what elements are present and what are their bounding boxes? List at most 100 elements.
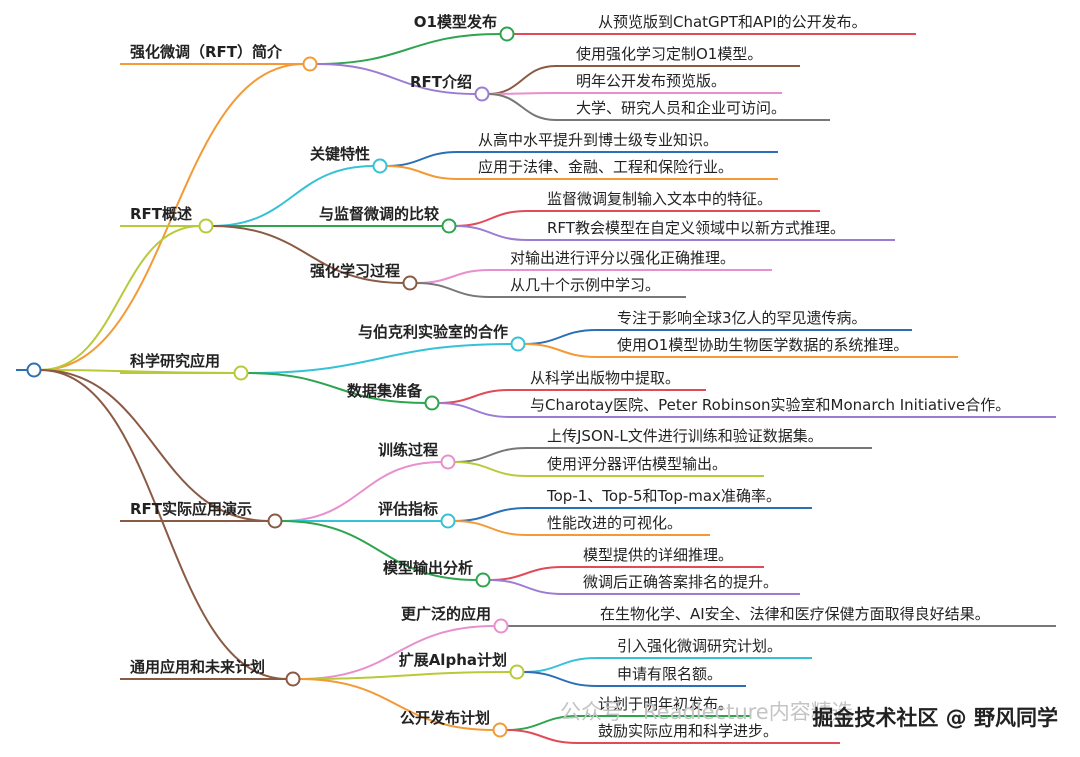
leaf-connector [523, 343, 598, 358]
leaf-label: 与Charotay医院、Peter Robinson实验室和Monarch In… [530, 396, 1010, 414]
leaf-label: 使用强化学习定制O1模型。 [576, 45, 762, 63]
underline-layer [120, 33, 1056, 744]
topic-node-dot [402, 275, 418, 291]
leaf-label: 从高中水平提升到博士级专业知识。 [478, 131, 718, 149]
topic-connector [246, 343, 513, 374]
leaf-connector [522, 671, 598, 687]
leaf-connector [453, 520, 528, 536]
leaf-label: 从预览版到ChatGPT和API的公开发布。 [598, 13, 867, 31]
leaf-connector [415, 269, 491, 284]
leaf-connector [505, 729, 579, 744]
branch-label: 强化微调（RFT）简介 [130, 43, 283, 61]
topic-node-dot [440, 513, 456, 529]
topic-label: 公开发布计划 [400, 709, 490, 727]
branch-node-dot [285, 671, 301, 687]
leaf-label: 在生物化学、AI安全、法律和医疗保健方面取得良好结果。 [600, 605, 990, 623]
branch-label: RFT实际应用演示 [130, 500, 252, 518]
leaf-connector [453, 507, 528, 522]
leaf-connector [522, 657, 598, 673]
leaf-connector [415, 282, 491, 298]
root-node-dot [26, 362, 42, 378]
topic-label: 与伯克利实验室的合作 [358, 323, 508, 341]
wechat-watermark: 公众号 · Readlecture内容精选 [560, 700, 853, 724]
leaf-label: RFT教会模型在自定义领域中以新方式推理。 [547, 219, 845, 237]
label-layer: 强化微调（RFT）简介 O1模型发布 从预览版到ChatGPT和API的公开发布。 R… [130, 13, 1010, 740]
topic-connector [280, 520, 478, 581]
topic-connector [298, 625, 496, 680]
topic-label: 更广泛的应用 [401, 605, 491, 623]
branch-node-dot [233, 365, 249, 381]
leaf-label: 使用评分器评估模型输出。 [547, 455, 727, 473]
topic-node-dot [424, 395, 440, 411]
leaf-label: 大学、研究人员和企业可访问。 [576, 99, 786, 117]
topic-connector [315, 33, 502, 65]
topic-label: 数据集准备 [347, 382, 423, 400]
topic-label: 评估指标 [378, 500, 438, 518]
topic-node-dot [474, 86, 490, 102]
leaf-connector [487, 92, 557, 95]
branch-connector [39, 63, 305, 371]
leaf-label: 性能改进的可视化。 [547, 514, 682, 532]
topic-label: 强化学习过程 [310, 262, 400, 280]
leaf-connector [454, 225, 528, 241]
branch-connector [39, 369, 270, 522]
branch-label: 通用应用和未来计划 [130, 658, 265, 676]
topic-connector [280, 461, 443, 522]
leaf-label: 使用O1模型协助生物医学数据的系统推理。 [617, 336, 908, 354]
topic-connector [211, 165, 375, 227]
leaf-connector [488, 566, 564, 581]
topic-connector [298, 678, 495, 731]
branch-node-dot [302, 56, 318, 72]
leaf-label: 计划于明年初发布。 [598, 695, 733, 713]
leaf-connector [437, 402, 511, 418]
topic-node-dot [509, 664, 525, 680]
topic-label: O1模型发布 [414, 13, 497, 31]
connector-layer [16, 32, 598, 744]
leaf-connector [523, 329, 598, 345]
branch-connector [39, 369, 288, 680]
branch-node-dot [267, 513, 283, 529]
branch-node-dot [198, 218, 214, 234]
leaf-connector [453, 447, 528, 463]
leaf-connector [453, 461, 528, 477]
leaf-label: 专注于影响全球3亿人的罕见遗传病。 [617, 309, 867, 327]
topic-connector [246, 372, 427, 404]
topic-connector [298, 671, 512, 680]
leaf-label: Top-1、Top-5和Top-max准确率。 [546, 487, 781, 505]
topic-node-dot [499, 26, 515, 42]
leaf-label: 从几十个示例中学习。 [510, 276, 660, 294]
topic-label: 模型输出分析 [383, 559, 473, 577]
juejin-watermark: 掘金技术社区 @ 野风同学 [812, 706, 1058, 730]
leaf-connector [437, 389, 511, 404]
topic-node-dot [475, 572, 491, 588]
topic-node-dot [372, 158, 388, 174]
topic-connector [315, 63, 477, 95]
topic-label: 关键特性 [310, 145, 370, 163]
node-dot-layer [26, 26, 526, 738]
branch-connector [39, 225, 201, 371]
topic-node-dot [440, 454, 456, 470]
branch-label: 科学研究应用 [130, 352, 220, 370]
leaf-connector [487, 65, 557, 95]
leaf-connector [385, 151, 459, 167]
leaf-label: 上传JSON-L文件进行训练和验证数据集。 [547, 427, 823, 445]
topic-node-dot [492, 722, 508, 738]
leaf-label: 明年公开发布预览版。 [576, 72, 726, 90]
topic-node-dot [510, 336, 526, 352]
topic-node-dot [441, 218, 457, 234]
topic-label: 与监督微调的比较 [319, 205, 439, 223]
leaf-label: 模型提供的详细推理。 [583, 546, 733, 564]
leaf-label: 引入强化微调研究计划。 [617, 637, 782, 655]
topic-label: 扩展Alpha计划 [399, 651, 507, 669]
topic-label: RFT介绍 [410, 73, 472, 91]
leaf-connector [454, 210, 528, 227]
leaf-label: 申请有限名额。 [617, 665, 722, 683]
leaf-label: 微调后正确答案排名的提升。 [583, 573, 778, 591]
topic-node-dot [493, 618, 509, 634]
topic-connector [211, 225, 405, 284]
leaf-connector [385, 165, 459, 180]
leaf-label: 应用于法律、金融、工程和保险行业。 [478, 158, 733, 176]
leaf-label: 对输出进行评分以强化正确推理。 [510, 249, 735, 267]
leaf-label: 鼓励实际应用和科学进步。 [598, 722, 778, 740]
